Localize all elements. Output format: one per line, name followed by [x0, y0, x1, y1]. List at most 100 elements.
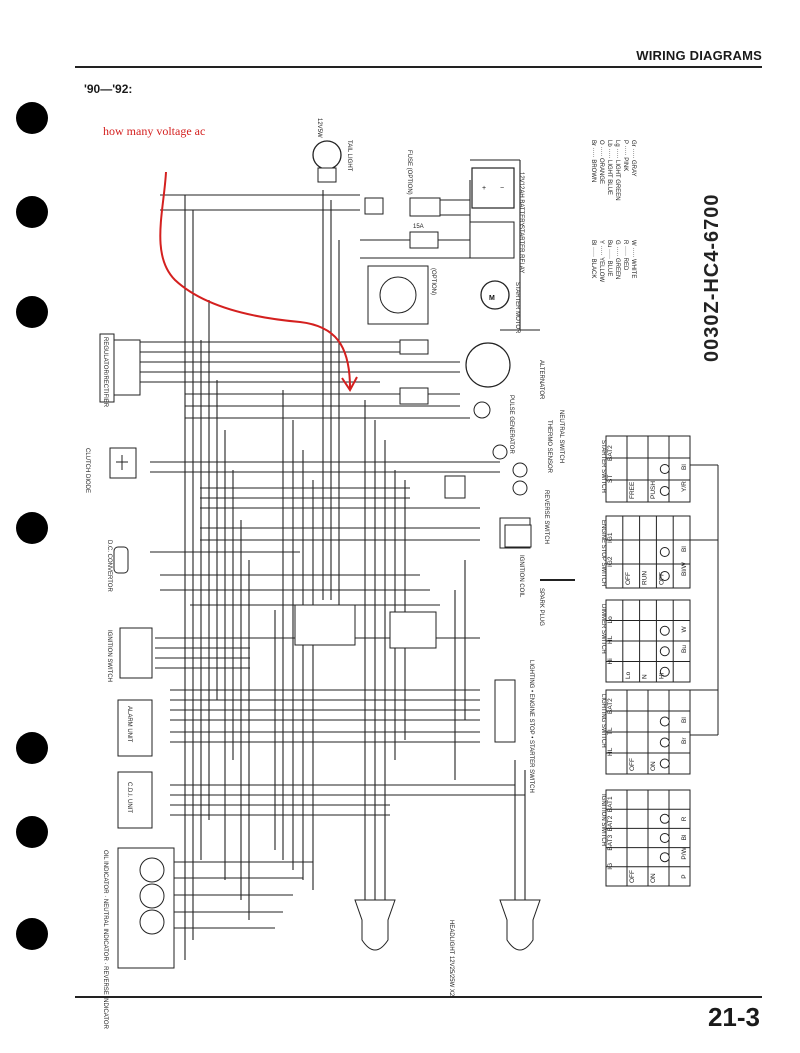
switch-table-row: RUN: [642, 571, 649, 585]
table-connectors: [690, 464, 719, 736]
contact-circle: [659, 716, 670, 727]
fuse-label: FUSE (OPTION): [406, 150, 412, 195]
switch-table-col: Hi: [607, 658, 614, 664]
contact-circle: [659, 666, 670, 677]
header-rule: [75, 66, 762, 68]
binder-hole: [16, 918, 48, 950]
binder-hole: [16, 816, 48, 848]
switch-table-col: TL: [607, 727, 614, 735]
switch-table-row: OFF: [629, 870, 636, 883]
binder-hole: [16, 196, 48, 228]
footer-rule: [75, 996, 762, 998]
alternator: ALTERNATOR: [465, 342, 544, 400]
tail-bulb-rating: 12V5W: [316, 118, 322, 138]
svg-text:M: M: [489, 295, 495, 302]
legend-entry: Br ····· BROWN: [590, 140, 596, 182]
svg-text:REVERSE SWITCH: REVERSE SWITCH: [543, 490, 549, 544]
legend-entry: Y ····· YELLOW: [598, 240, 604, 282]
switch-table-col: Lo: [607, 616, 614, 624]
legend-entry: P ····· PINK: [622, 140, 628, 171]
spark-plug: SPARK PLUG: [538, 579, 575, 626]
switch-table-row: OFF: [629, 758, 636, 771]
switch-table-name: IGNITION SWITCH: [600, 794, 606, 846]
switch-table-col: ST: [607, 475, 614, 483]
fuse-main-rating: 15A: [413, 224, 424, 230]
legend-entry: Bl ····· BLACK: [590, 240, 596, 278]
legend-entry: O ····· ORANGE: [598, 140, 604, 184]
switch-table-color: W: [681, 626, 688, 633]
svg-text:LIGHTING • ENGINE STOP • START: LIGHTING • ENGINE STOP • STARTER SWITCH: [528, 660, 534, 793]
svg-text:IGNITION SWITCH: IGNITION SWITCH: [106, 630, 112, 682]
binder-hole: [16, 102, 48, 134]
ignition-switch: IGNITION SWITCH: [106, 627, 153, 682]
wire-color-legend: Bl ····· BLACK Y ····· YELLOW Bu ····· B…: [590, 140, 636, 282]
svg-text:PULSE GENERATOR: PULSE GENERATOR: [508, 395, 514, 454]
switch-table-col: BAT2: [607, 698, 614, 714]
starter-relay-label: STARTER RELAY: [518, 225, 524, 273]
contact-circle: [659, 547, 670, 557]
legend-entry: Lb ····· LIGHT BLUE: [606, 140, 612, 195]
svg-text:+: +: [482, 185, 486, 192]
alternator-label: ALTERNATOR: [538, 360, 544, 400]
svg-text:SPARK PLUG: SPARK PLUG: [538, 588, 544, 626]
neutral-switch: NEUTRAL SWITCH: [512, 410, 564, 478]
annotation-arrowhead: [341, 376, 358, 392]
legend-entry: Bu ····· BLUE: [606, 240, 612, 276]
headlight-label: HEADLIGHT 12V25/25W X2: [448, 920, 454, 997]
binder-hole: [16, 512, 48, 544]
svg-text:IGNITION COIL: IGNITION COIL: [518, 555, 524, 598]
contact-circle: [659, 758, 670, 769]
legend-entry: G ····· GREEN: [614, 240, 620, 279]
svg-text:D.C. CONVERTOR: D.C. CONVERTOR: [106, 540, 112, 592]
dc-convertor: D.C. CONVERTOR: [106, 540, 129, 592]
reverse-switch: REVERSE SWITCH: [512, 480, 549, 544]
contact-circle: [659, 737, 670, 748]
alternator-option: (OPTION): [367, 265, 436, 325]
switch-table-col: HL: [607, 747, 614, 756]
regulator-rectifier: REGULATOR/RECTIFIER: [99, 333, 141, 408]
contact-circle: [659, 813, 670, 824]
fuse-block: FUSE (OPTION) 15A: [364, 150, 441, 249]
switch-table-row: Lo: [625, 671, 632, 679]
switch-table-color: Br: [681, 737, 688, 744]
switch-table-col: IG: [607, 863, 614, 870]
switch-table-color: Y/R: [681, 481, 688, 492]
switch-table-color: Bl: [681, 546, 688, 552]
tail-light: TAIL LIGHT 12V5W: [312, 118, 352, 183]
legend-entry: R ····· RED: [622, 240, 628, 271]
headlight-left: [354, 899, 396, 951]
legend-entry: W ····· WHITE: [630, 240, 636, 278]
switch-table-col: BAT1: [607, 796, 614, 812]
switch-table-color: R: [681, 816, 688, 821]
switch-table-row: ON: [650, 873, 657, 883]
thermo-sensor: THERMO SENSOR: [492, 420, 552, 474]
contact-circle: [659, 571, 670, 581]
svg-text:NEUTRAL SWITCH: NEUTRAL SWITCH: [558, 410, 564, 463]
starter-motor: M STARTER MOTOR: [480, 280, 520, 334]
contact-circle: [659, 486, 670, 496]
switch-table-col: BAT2: [607, 445, 614, 461]
switch-table-color: Bl: [681, 834, 688, 840]
year-range: '90—'92:: [84, 82, 133, 96]
switch-table-row: Hi: [658, 673, 665, 679]
pulse-generator: PULSE GENERATOR: [473, 395, 514, 454]
svg-text:REGULATOR/RECTIFIER: REGULATOR/RECTIFIER: [102, 337, 108, 408]
svg-text:OIL INDICATOR · NEUTRAL INDICA: OIL INDICATOR · NEUTRAL INDICATOR · REVE…: [102, 850, 108, 1030]
switch-table-color: P: [681, 874, 688, 878]
alarm-unit: ALARM UNIT: [117, 699, 153, 757]
page-header-title: WIRING DIAGRAMS: [636, 48, 762, 63]
switch-table-color: Bl/W: [681, 561, 688, 576]
switch-table-col: IG2: [607, 556, 614, 567]
switch-table-row: PUSH: [650, 481, 657, 499]
switch-table-row: OFF: [658, 572, 665, 585]
handlebar-switch-coupler: LIGHTING • ENGINE STOP • STARTER SWITCH: [494, 660, 534, 793]
headlight-right: [499, 899, 541, 951]
svg-text:−: −: [500, 185, 504, 192]
switch-table-col: BAT3: [607, 834, 614, 850]
switch-table-color: Bl: [681, 717, 688, 723]
switch-table-row: ON: [650, 761, 657, 771]
